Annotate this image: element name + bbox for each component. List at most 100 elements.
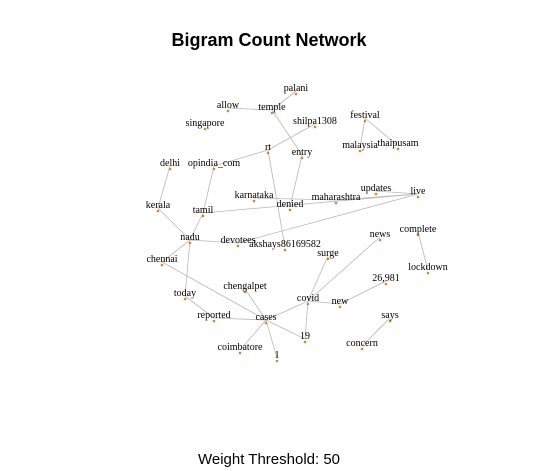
edge-nadu-today (184, 239, 191, 297)
edge-nadu-chennai (161, 239, 191, 263)
node-label: palani (284, 83, 309, 94)
node-temple: temple (258, 102, 286, 115)
edge-nadu-devotees (189, 239, 239, 244)
node-label: maharashtra (312, 192, 361, 203)
node-coimbatore: coimbatore (218, 342, 264, 355)
node-26_981: 26,981 (372, 273, 400, 286)
node-cases: cases (255, 312, 277, 325)
edge-covid-news (307, 236, 381, 302)
node-delhi: delhi (160, 158, 180, 171)
node-dot (326, 257, 330, 261)
node-dot (374, 192, 378, 196)
edge-cases-19 (265, 319, 306, 340)
node-surge: surge (317, 248, 339, 261)
node-label: entry (292, 147, 313, 158)
chart-title: Bigram Count Network (171, 30, 367, 50)
node-dot (363, 119, 367, 123)
node-label: updates (361, 183, 392, 194)
node-updates: updates (361, 183, 392, 196)
node-dot (156, 209, 160, 213)
edge-festival-thaipusam (364, 117, 399, 147)
node-entry: entry (292, 147, 313, 160)
edge-devotees-live (237, 193, 419, 244)
node-dot (358, 149, 362, 153)
node-dot (226, 109, 230, 113)
node-dot (270, 111, 274, 115)
node-dot (416, 233, 420, 237)
node-dot (275, 359, 279, 363)
node-dot (384, 282, 388, 286)
node-label: devotees (221, 235, 256, 246)
node-label: news (370, 229, 391, 240)
edge-rt-opindia_com (213, 149, 269, 167)
edge-reported-cases (213, 317, 267, 321)
node-label: live (411, 186, 427, 197)
node-nadu: nadu (180, 232, 200, 245)
edge-allow-temple (227, 107, 273, 111)
node-label: opindia_com (188, 158, 240, 169)
edge-cases-coimbatore (239, 319, 267, 351)
node-label: 26,981 (372, 273, 400, 284)
edge-kerala-nadu (157, 207, 191, 241)
node-dot (201, 214, 205, 218)
node-tamil: tamil (193, 205, 213, 218)
edge-shilpa1308-rt (267, 123, 316, 151)
edge-complete-lockdown (417, 231, 429, 271)
node-label: thaipusam (377, 138, 418, 149)
node-label: nadu (180, 232, 199, 243)
node-label: reported (197, 310, 230, 321)
node-label: cases (255, 312, 276, 323)
node-label: concern (346, 338, 378, 349)
node-karnataka: karnataka (235, 190, 274, 203)
node-chengalpet: chengalpet (223, 281, 267, 294)
node-dot (252, 199, 256, 203)
node-dot (416, 195, 420, 199)
edge-updates-live (375, 190, 419, 195)
edge-says-concern (361, 317, 391, 347)
node-dot (303, 340, 307, 344)
node-dot (360, 347, 364, 351)
node-label: chengalpet (223, 281, 267, 292)
node-label: coimbatore (218, 342, 264, 353)
weight-threshold-caption: Weight Threshold: 50 (197, 451, 341, 468)
node-label: 1 (275, 350, 280, 361)
node-label: temple (258, 102, 286, 113)
edge-covid-cases (265, 300, 309, 321)
node-label: singapore (186, 118, 225, 129)
node-dot (183, 297, 187, 301)
edge-covid-new (307, 300, 341, 305)
node-dot (266, 151, 270, 155)
node-dot (313, 125, 317, 129)
node-label: delhi (160, 158, 180, 169)
node-dot (288, 208, 292, 212)
node-dot (294, 92, 298, 96)
node-dot (378, 238, 382, 242)
edge-layer (157, 90, 429, 359)
node-rt: rt (265, 142, 271, 155)
node-label: says (381, 310, 398, 321)
node-says: says (381, 310, 399, 323)
node-label: today (174, 288, 196, 299)
node-label: complete (400, 224, 437, 235)
node-singapore: singapore (186, 118, 225, 131)
edge-chengalpet-cases (244, 288, 267, 321)
node-devotees: devotees (221, 235, 256, 248)
node-label: allow (217, 100, 240, 111)
edge-today-reported (184, 295, 215, 319)
node-dot (243, 290, 247, 294)
edge-delhi-kerala (157, 165, 171, 209)
node-today: today (174, 288, 196, 301)
node-malaysia: malaysia (342, 140, 378, 153)
node-dot (212, 167, 216, 171)
node-opindia_com: opindia_com (188, 158, 240, 171)
node-dot (334, 201, 338, 205)
node-label: festival (350, 110, 380, 121)
node-dot (338, 305, 342, 309)
edge-covid-surge (307, 255, 329, 302)
node-dot (238, 351, 242, 355)
node-festival: festival (350, 110, 380, 123)
edge-new-26_981 (339, 280, 387, 305)
node-kerala: kerala (146, 200, 171, 213)
node-new: new (332, 296, 349, 309)
